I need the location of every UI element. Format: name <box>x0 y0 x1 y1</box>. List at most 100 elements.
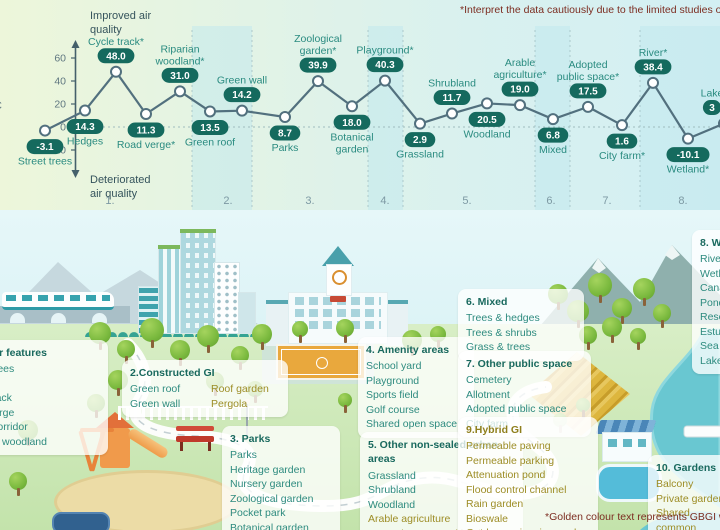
viaduct-arch <box>51 313 66 323</box>
tree-trunk <box>343 405 347 413</box>
tree-foliage <box>588 273 612 297</box>
data-point <box>346 100 358 113</box>
card-item: Green wall <box>130 397 181 410</box>
data-point <box>647 76 659 89</box>
value-badge-text: 48.0 <box>106 51 126 62</box>
chart-caution-footnote: *Interpret the data cautiously due to th… <box>460 4 720 16</box>
value-badge <box>333 114 371 130</box>
bench-leg <box>208 442 211 451</box>
card-item: Sea <box>700 340 719 353</box>
pond <box>52 512 110 530</box>
tree-trunk <box>16 488 20 496</box>
value-badge-text: 18.0 <box>342 118 362 129</box>
card-header: 1. Linear features <box>0 347 47 359</box>
value-badge-text: 20.5 <box>477 115 497 126</box>
golden-text-footnote: *Golden colour text represents GBGI with <box>545 511 720 523</box>
value-badge-text: 14.2 <box>232 90 252 101</box>
card-item: Roof garden <box>211 383 269 396</box>
green-roof <box>158 245 182 249</box>
card-item: River <box>700 253 720 266</box>
data-point <box>582 100 594 113</box>
card-item: Parks <box>230 449 257 462</box>
card-item: Attenuation pond <box>466 469 546 482</box>
value-badge <box>702 100 720 116</box>
card-item: Lake <box>700 354 720 367</box>
bench-back <box>176 426 214 431</box>
tree-foliage <box>140 318 164 342</box>
data-point <box>616 119 628 132</box>
point-label: Parks <box>272 142 299 154</box>
point-label: Shrubland <box>428 78 476 90</box>
tree-foliage <box>252 324 272 344</box>
tree-icon <box>252 324 272 350</box>
tree-trunk <box>116 388 120 396</box>
value-badge-text: 2.9 <box>413 135 427 146</box>
point-label: City farm* <box>599 150 645 162</box>
group-band <box>368 26 403 210</box>
card-item: Reservoir <box>700 311 720 324</box>
tree-icon <box>140 318 164 348</box>
value-badge <box>26 139 64 155</box>
viaduct-arch <box>92 313 107 323</box>
value-badge <box>634 59 672 75</box>
group-band <box>192 26 252 210</box>
y-tick-label: 60 <box>54 53 66 65</box>
card-item: Estuary <box>700 325 720 338</box>
card-item: Green roof <box>130 383 181 396</box>
point-label: Playground* <box>356 45 413 57</box>
card-item: Golf course <box>366 403 420 416</box>
data-point <box>39 124 51 137</box>
value-badge-text: 31.0 <box>170 71 190 82</box>
card-item: Cemetery <box>466 374 512 387</box>
tree-foliage <box>630 328 646 344</box>
arrow-down-icon <box>71 170 80 178</box>
card-item: Street trees <box>0 363 15 376</box>
point-label: Road verge* <box>117 139 175 151</box>
school-windows <box>295 309 381 317</box>
value-badge-text: 13.5 <box>200 123 220 134</box>
card-item: Pergola <box>211 397 248 410</box>
value-badge <box>191 119 229 135</box>
group-number: 6. <box>546 195 555 207</box>
tree-trunk <box>343 335 347 343</box>
card-items: Street treesHedgesCycle trackRoad vergeG… <box>0 362 100 449</box>
group-number: 5. <box>462 195 471 207</box>
point-label: Woodland <box>463 128 510 140</box>
point-label: River* <box>639 47 668 59</box>
group-number: 8. <box>678 195 687 207</box>
card-item: Trees & hedges <box>466 312 540 325</box>
value-badge-text: 39.9 <box>308 61 328 72</box>
data-point <box>379 74 391 87</box>
green-roof <box>180 229 216 233</box>
card-item: Cycle track <box>0 392 12 405</box>
tree-trunk <box>260 342 264 350</box>
y-axis-top-label: Improved air quality <box>90 10 152 36</box>
card-header: 6. Mixed <box>466 296 508 308</box>
value-badge <box>97 48 135 64</box>
point-label: Street trees <box>18 156 72 168</box>
card-item: Sparsely vegetated land <box>368 527 515 530</box>
card-item: Heritage garden <box>230 463 306 476</box>
school-sign <box>330 296 346 302</box>
tree-icon <box>630 328 646 350</box>
point-label: Grassland <box>396 149 444 161</box>
y-tick-label: 20 <box>54 99 66 111</box>
card-item: Zoological garden <box>230 492 314 505</box>
value-badge-text: -10.1 <box>677 150 700 161</box>
card-item: Green corridor <box>0 421 28 434</box>
data-point <box>481 97 493 110</box>
tree-icon <box>602 317 622 343</box>
card-item: Road verge <box>0 406 15 419</box>
data-point <box>174 85 186 98</box>
tree-trunk <box>298 335 302 343</box>
value-badge <box>404 132 436 148</box>
